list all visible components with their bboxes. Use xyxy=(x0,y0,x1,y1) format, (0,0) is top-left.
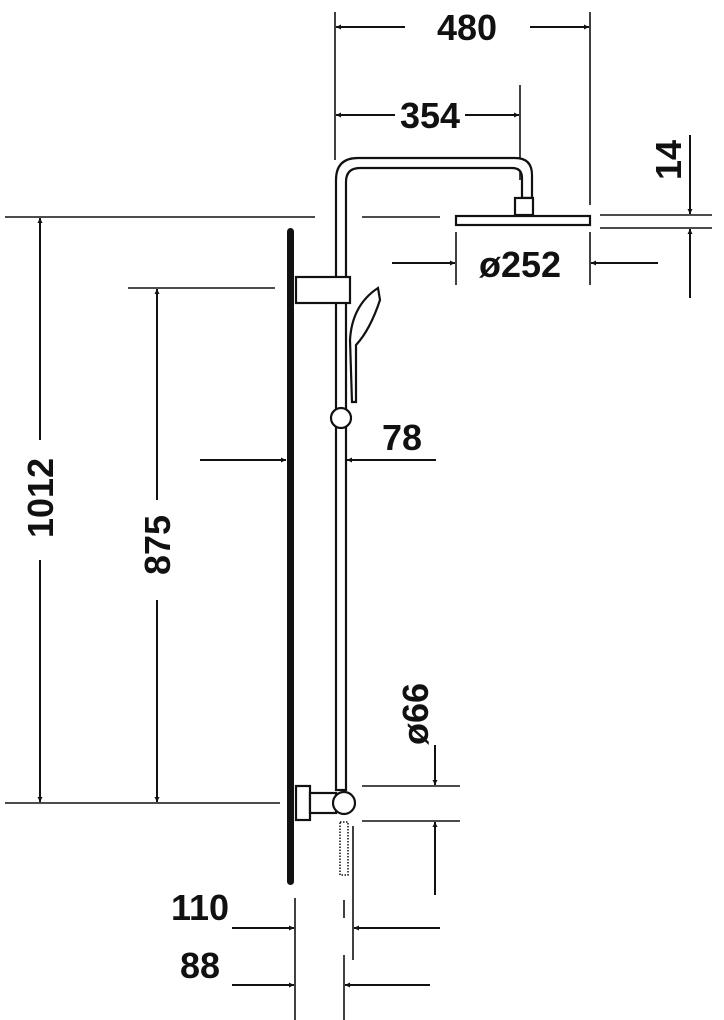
dim-overall-height: 1012 xyxy=(20,458,61,538)
dim-bottom-offset-inner: 88 xyxy=(180,945,220,986)
bottom-bracket xyxy=(294,784,312,822)
dim-bracket-spacing: 875 xyxy=(137,515,178,575)
dim-arm-projection: 354 xyxy=(400,95,460,136)
dim-overall-width: 480 xyxy=(437,7,497,48)
head-connector xyxy=(513,196,535,217)
riser-lower xyxy=(334,424,348,792)
dim-head-thickness: 14 xyxy=(648,140,689,180)
dim-riser-wall-offset: 78 xyxy=(382,417,422,458)
dimension-arrows xyxy=(37,24,693,988)
top-bracket xyxy=(294,275,352,305)
slider-knob xyxy=(329,406,353,430)
wall-plate xyxy=(287,228,294,885)
dim-head-diameter: ø252 xyxy=(479,244,561,285)
extension-lines xyxy=(5,12,712,1020)
dim-bottom-offset-outer: 110 xyxy=(171,887,229,928)
dim-bottom-diameter: ø66 xyxy=(395,683,436,745)
hose xyxy=(339,821,349,876)
hand-shower xyxy=(348,286,382,404)
shower-head xyxy=(454,214,592,227)
outlet-elbow xyxy=(331,790,357,816)
shower-assembly xyxy=(287,156,592,885)
